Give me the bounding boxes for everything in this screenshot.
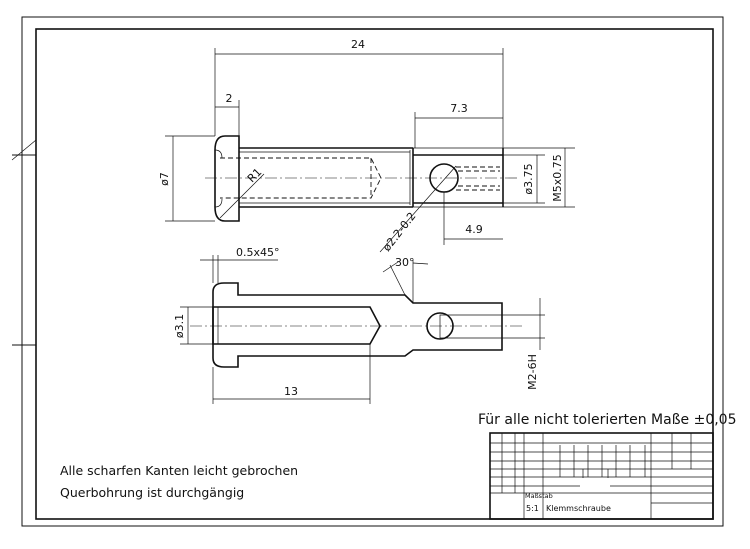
- dim-thread: M5x0.75: [551, 154, 564, 202]
- dim-radius: R1: [245, 166, 265, 186]
- note-cross-hole: Querbohrung ist durchgängig: [60, 485, 244, 500]
- section-view: 0.5x45° 30° ø3.1 13 M2-6H: [173, 246, 545, 404]
- dim-inner-thread: M2-6H: [526, 354, 539, 390]
- scale-label: Maßstab: [525, 492, 553, 500]
- dim-thread-diameter: ø3.75: [522, 163, 535, 194]
- dim-angle: 30°: [395, 256, 415, 269]
- dim-head-length: 2: [226, 92, 233, 105]
- dim-overall-length: 24: [351, 38, 365, 51]
- dim-bore-diameter: ø3.1: [173, 314, 186, 338]
- dim-thread-length: 7.3: [450, 102, 468, 115]
- note-edges: Alle scharfen Kanten leicht gebrochen: [60, 463, 298, 478]
- scale-value: 5:1: [526, 504, 539, 513]
- drawing-frame: [11, 16, 724, 527]
- title-block: Maßstab 5:1 Klemmschraube: [489, 432, 714, 520]
- dim-bore-depth: 13: [284, 385, 298, 398]
- dim-head-diameter: ø7: [158, 172, 171, 186]
- top-view: 24 2 7.3 4.9 ø7 R1 ø2.2-0.2 ø3.75 M5x0.7…: [158, 38, 575, 254]
- dim-hole-position: 4.9: [465, 223, 483, 236]
- dim-cross-hole: ø2.2-0.2: [380, 210, 418, 254]
- tolerance-note: Für alle nicht tolerierten Maße ±0,05: [478, 412, 737, 428]
- drawing-title: Klemmschraube: [546, 504, 611, 513]
- dim-chamfer: 0.5x45°: [236, 246, 280, 259]
